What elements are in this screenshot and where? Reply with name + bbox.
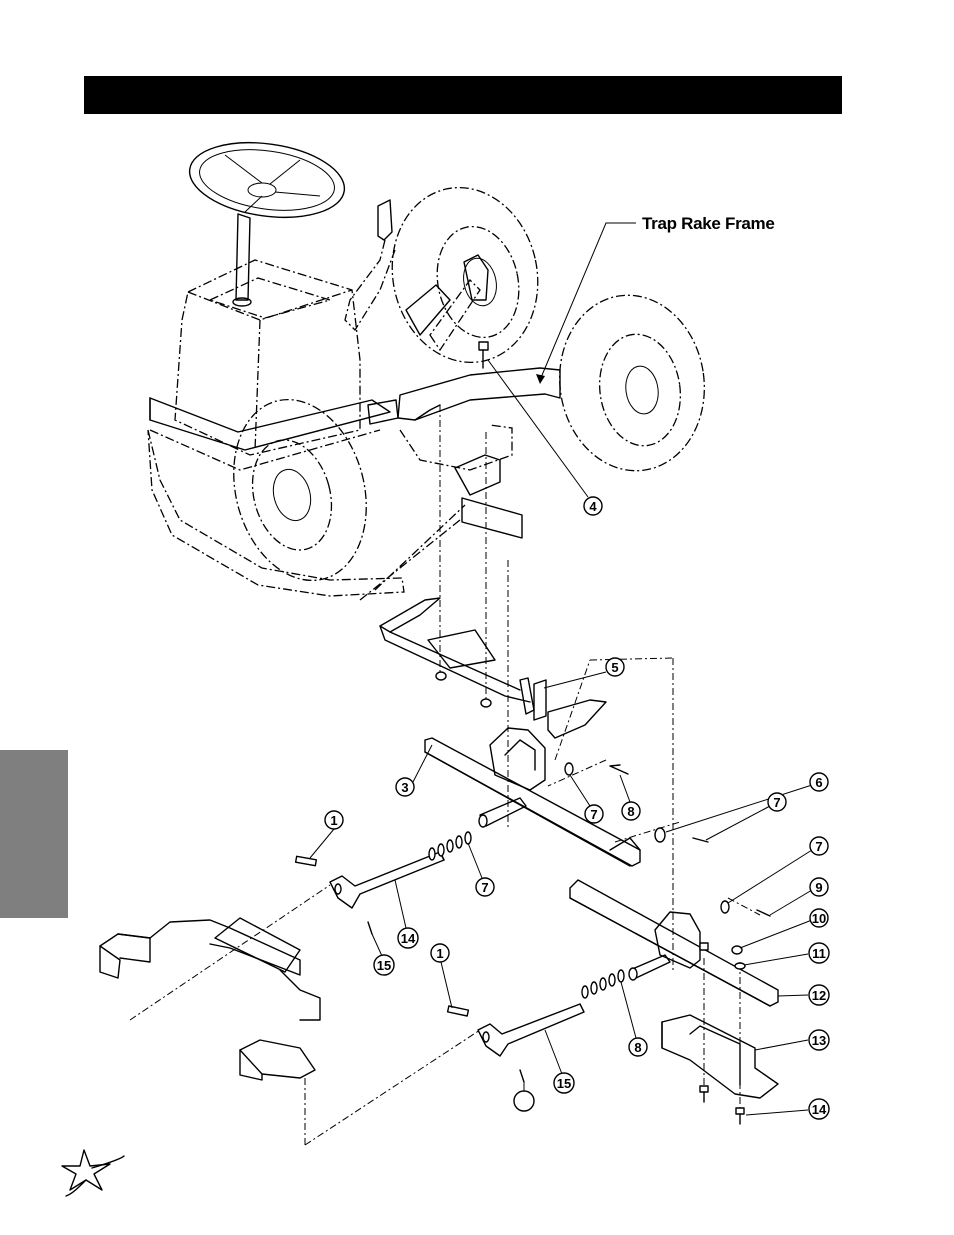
callout-11: 12: [812, 988, 826, 1003]
front-lift-frame: [99, 917, 321, 1081]
callout-2: 3: [401, 780, 408, 795]
callout-8-b: 9: [815, 880, 822, 895]
callout-10: 11: [812, 946, 826, 961]
callout-14-a: 14: [401, 931, 416, 946]
callout-1-a: 1: [330, 813, 337, 828]
bolt-3-head: [478, 341, 489, 351]
part-11-axle-bar: [569, 879, 779, 1007]
callout-15-a: 15: [377, 958, 391, 973]
tractor-phantom-outline: [147, 142, 705, 601]
callout-7-a: 7: [590, 807, 597, 822]
callout-8-a: 8: [627, 804, 634, 819]
rear-upper-wheel: [391, 186, 539, 364]
bushing-5: [654, 827, 666, 843]
assembly-centerlines: [129, 405, 761, 1146]
front-left-wheel: [233, 398, 367, 582]
callout-3: 4: [589, 499, 597, 514]
part-14-lower-arm: [446, 969, 625, 1083]
star-swoosh-icon: [61, 1149, 125, 1197]
callout-bubble: [583, 496, 603, 516]
callout-14-b: 15: [557, 1076, 571, 1091]
steering-wheel: [188, 142, 346, 218]
pin-6: [692, 837, 709, 843]
callout-7-d: 8: [634, 1040, 641, 1055]
trap-rake-frame-label: Trap Rake Frame: [642, 214, 775, 233]
pin-8-upper: [609, 764, 629, 775]
callout-6: 7: [773, 795, 780, 810]
callout-5: 6: [815, 775, 822, 790]
washer-7-upper: [564, 762, 574, 776]
callout-13: 14: [812, 1102, 827, 1117]
callout-1-b: 1: [436, 946, 443, 961]
callout-9: 10: [812, 911, 826, 926]
callout-4: 5: [611, 660, 618, 675]
side-index-tab: [0, 750, 68, 918]
callout-12: 13: [812, 1033, 826, 1048]
part-12-skid: [661, 1014, 779, 1125]
part-4-bracket: [379, 597, 607, 739]
part-14-upper-arm: [294, 831, 472, 935]
section-header-bar: [84, 76, 842, 114]
callout-7-c: 7: [815, 839, 822, 854]
callout-7-b: 7: [481, 880, 488, 895]
trap-rake-frame: [397, 367, 561, 421]
part-2-axle-bar: [424, 727, 641, 867]
rear-right-wheel: [559, 294, 705, 472]
callout-group: 4 5 3 7 8 6 7 1 7 7: [309, 359, 830, 1120]
